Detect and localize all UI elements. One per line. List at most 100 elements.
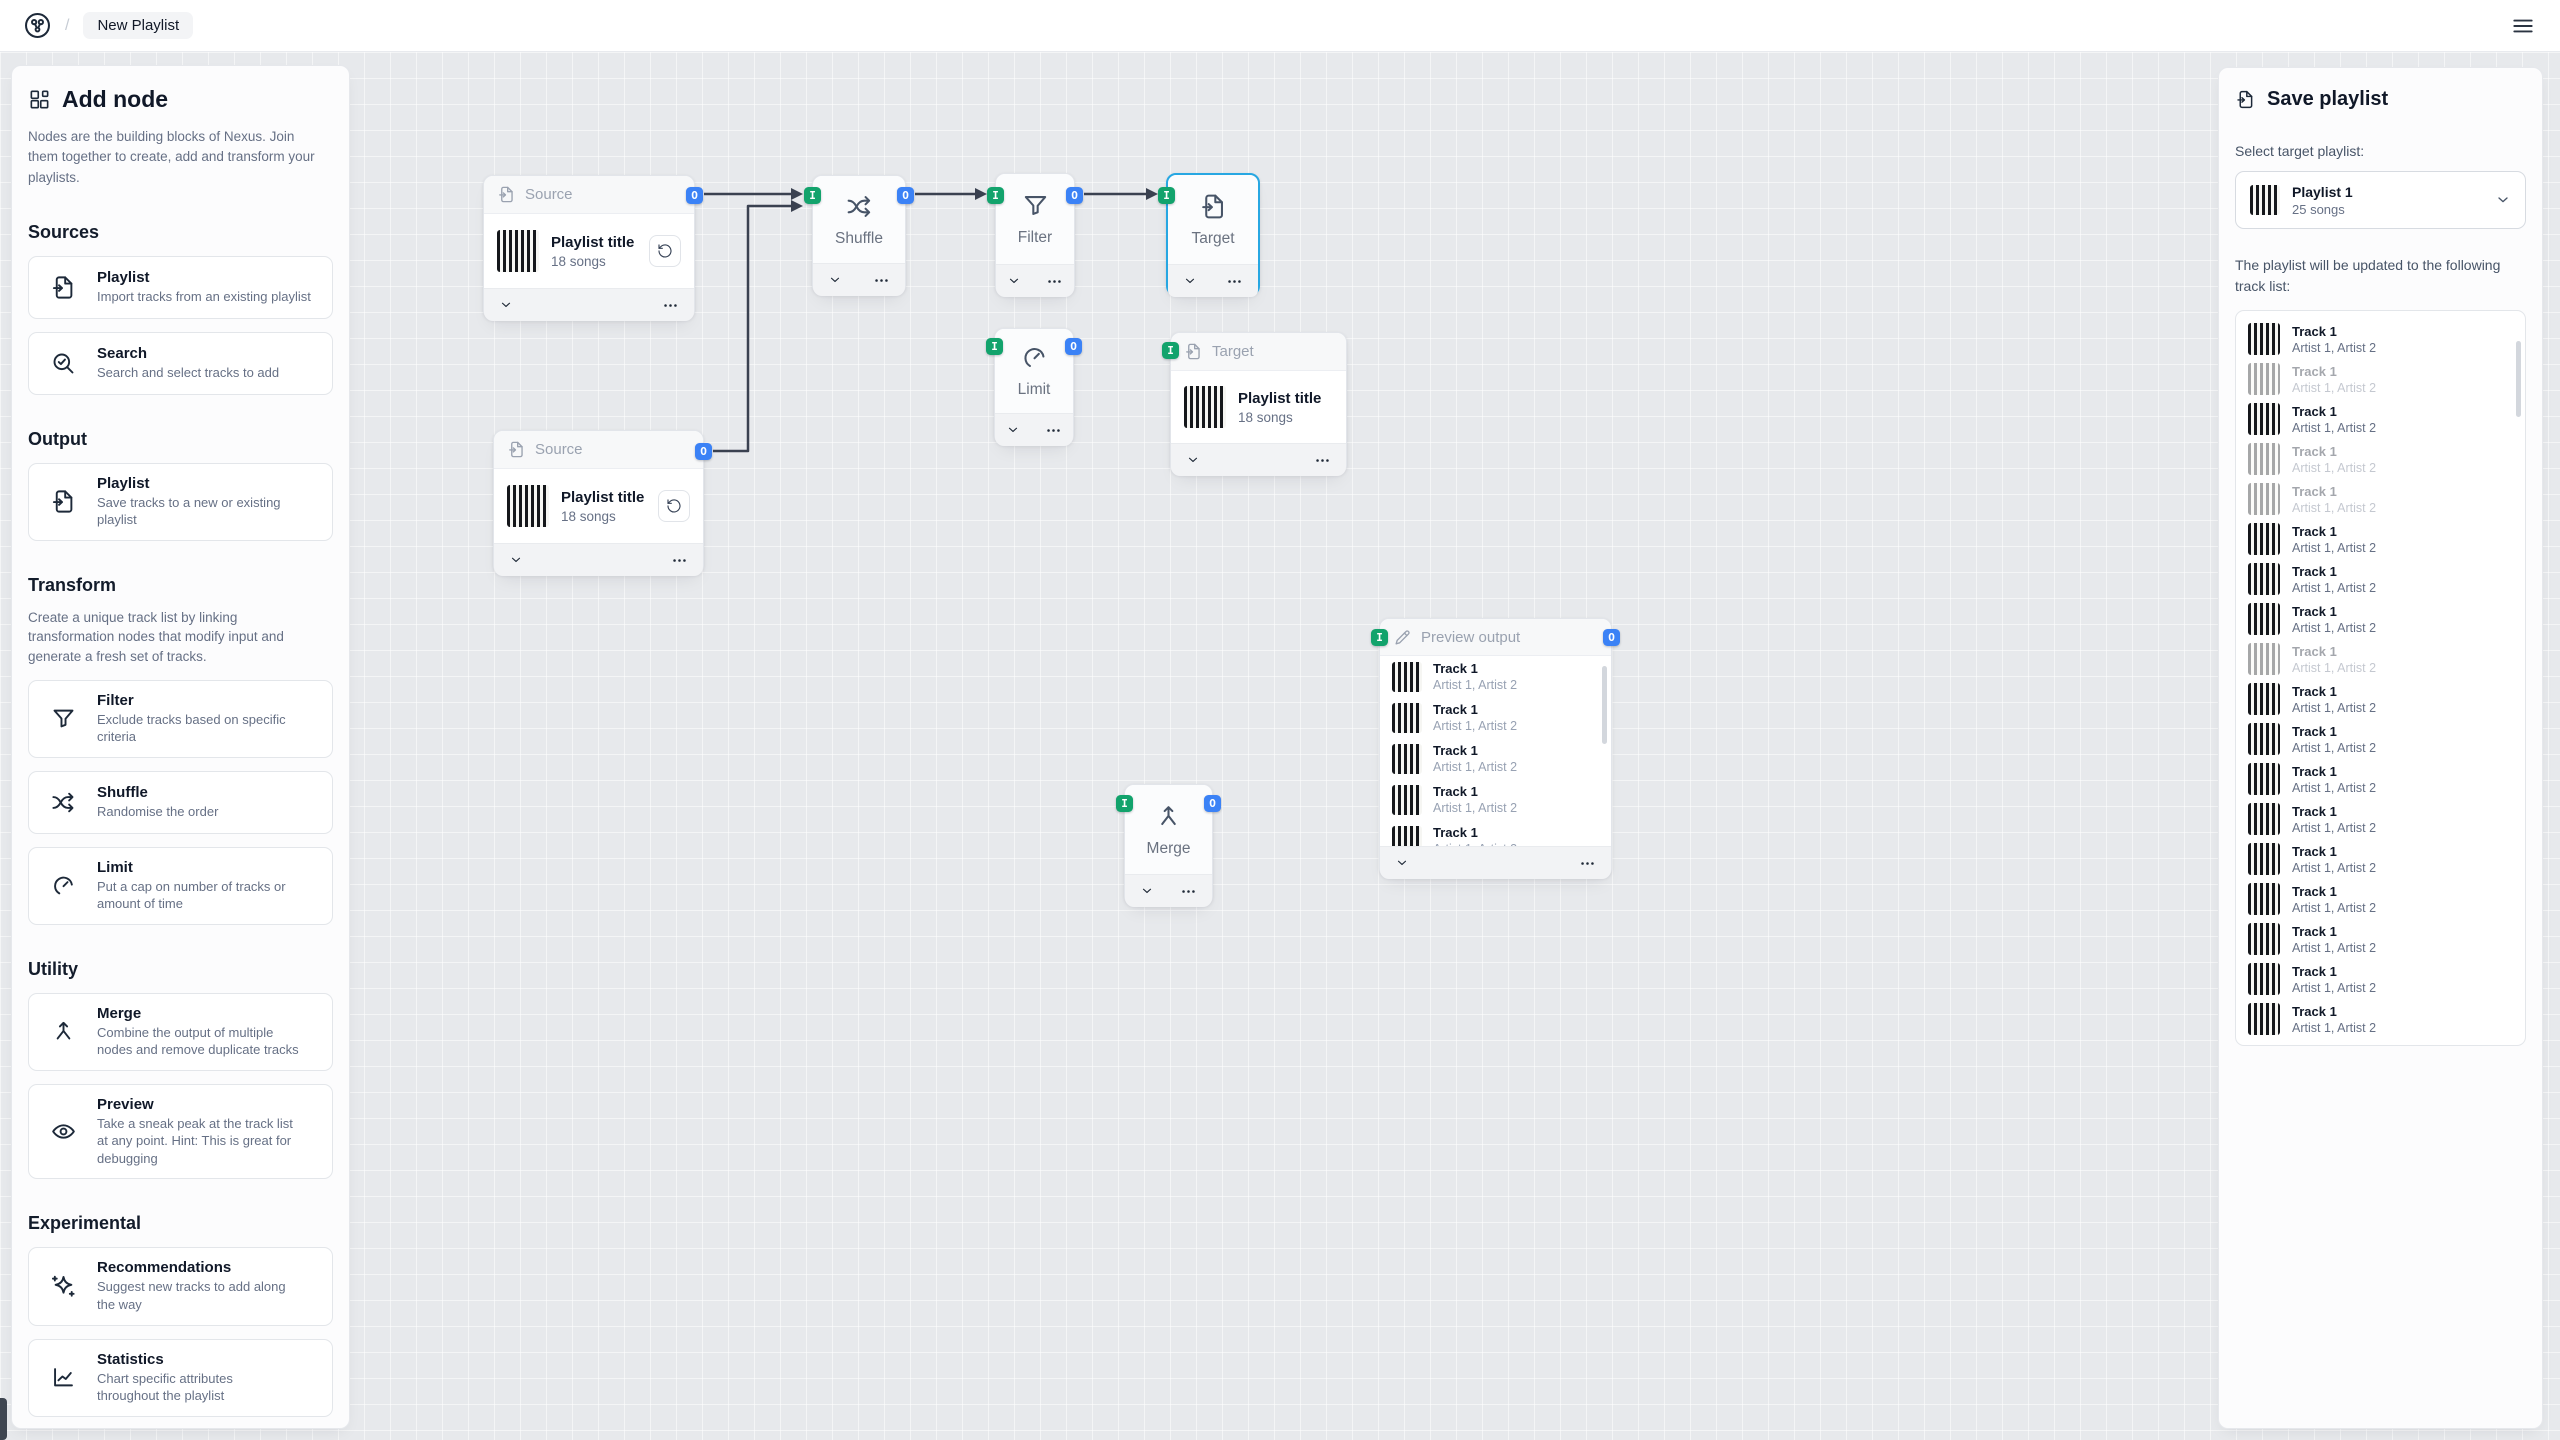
input-port[interactable]: I	[804, 187, 821, 204]
node-header: Preview output	[1380, 619, 1611, 656]
album-art	[2248, 483, 2280, 515]
scrollbar-thumb[interactable]	[0, 1398, 7, 1440]
input-port[interactable]: I	[1371, 629, 1388, 646]
album-art	[1392, 825, 1422, 846]
node-shuffle[interactable]: I O Shuffle	[804, 175, 914, 296]
collapse-button[interactable]	[1183, 274, 1197, 288]
scrollbar-thumb[interactable]	[1602, 666, 1607, 744]
target-icon	[1184, 342, 1203, 361]
node-title: Target	[1191, 229, 1235, 247]
refresh-button[interactable]	[658, 490, 690, 522]
collapse-button[interactable]	[1006, 423, 1020, 437]
output-port[interactable]: O	[695, 443, 712, 460]
statistics-icon	[50, 1364, 77, 1391]
more-button[interactable]	[1226, 273, 1243, 290]
pencil-icon	[1393, 628, 1412, 647]
collapse-button[interactable]	[1007, 274, 1021, 288]
album-art	[2248, 603, 2280, 635]
canvas[interactable]	[0, 52, 2560, 1440]
playlist-title: Playlist title	[551, 233, 635, 251]
transform-description: Create a unique track list by linking tr…	[28, 609, 284, 664]
refresh-button[interactable]	[649, 235, 681, 267]
node-title: Source	[535, 441, 583, 458]
more-button[interactable]	[1180, 883, 1197, 900]
collapse-button[interactable]	[1140, 884, 1154, 898]
output-port[interactable]: O	[1065, 338, 1082, 355]
panel-title: Add node	[62, 86, 169, 112]
playlist-name-chip[interactable]: New Playlist	[83, 12, 194, 39]
album-art	[2250, 185, 2280, 215]
recommendations-icon	[50, 1273, 77, 1300]
input-port[interactable]: I	[1162, 342, 1179, 359]
collapse-button[interactable]	[499, 298, 513, 312]
more-button[interactable]	[1046, 273, 1063, 290]
album-art	[507, 485, 549, 527]
more-button[interactable]	[671, 552, 688, 569]
merge-icon	[1154, 802, 1183, 831]
collapse-button[interactable]	[509, 553, 523, 567]
output-port[interactable]: O	[897, 187, 914, 204]
save-playlist-panel: Save playlist Select target playlist: Pl…	[2218, 67, 2543, 1429]
input-port[interactable]: I	[1116, 795, 1133, 812]
output-port[interactable]: O	[1603, 629, 1620, 646]
scrollbar-thumb[interactable]	[2516, 341, 2521, 417]
node-filter[interactable]: I O Filter	[987, 173, 1083, 297]
more-button[interactable]	[1045, 422, 1062, 439]
more-button[interactable]	[1579, 855, 1596, 872]
collapse-button[interactable]	[1186, 453, 1200, 467]
more-button[interactable]	[1314, 452, 1331, 469]
album-art	[2248, 723, 2280, 755]
node-limit[interactable]: I O Limit	[986, 328, 1082, 446]
node-target-selected[interactable]: I Target	[1158, 173, 1260, 297]
section-heading-utility: Utility	[28, 958, 79, 979]
input-port[interactable]: I	[986, 338, 1003, 355]
output-port[interactable]: O	[1066, 187, 1083, 204]
album-art	[2248, 843, 2280, 875]
playlist-meta: 18 songs	[551, 253, 606, 269]
node-merge[interactable]: I O Merge	[1116, 784, 1221, 907]
output-port[interactable]: O	[1204, 795, 1221, 812]
target-icon	[1199, 192, 1228, 221]
more-button[interactable]	[662, 297, 679, 314]
menu-icon[interactable]	[2510, 13, 2536, 39]
collapse-button[interactable]	[828, 273, 842, 287]
collapse-button[interactable]	[1395, 856, 1409, 870]
album-art	[2248, 883, 2280, 915]
input-port[interactable]: I	[1158, 187, 1175, 204]
nexus-logo[interactable]	[24, 12, 51, 39]
album-art	[2248, 1003, 2280, 1035]
more-button[interactable]	[873, 272, 890, 289]
input-port[interactable]: I	[987, 187, 1004, 204]
album-art	[1392, 661, 1422, 692]
output-port[interactable]: O	[686, 187, 703, 204]
